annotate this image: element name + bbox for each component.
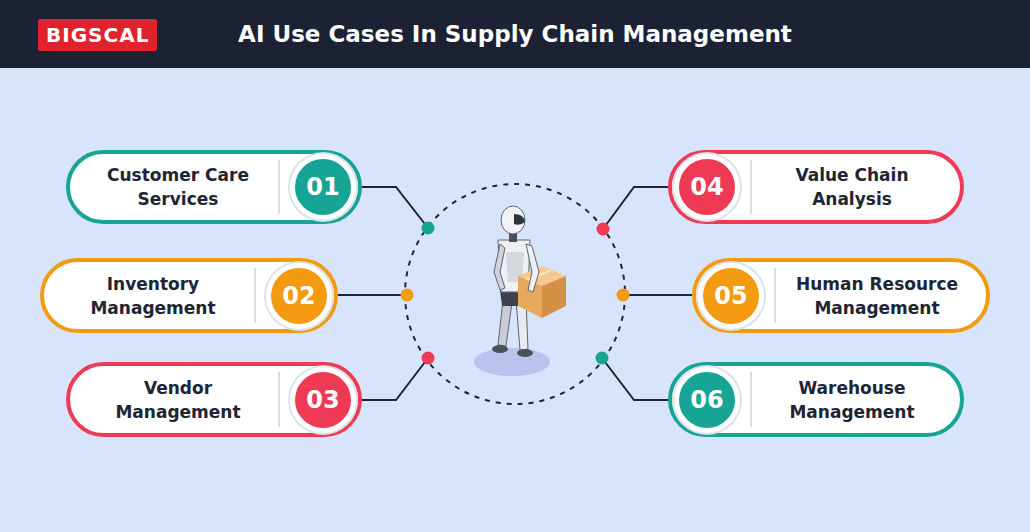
use-case-pill: Value Chain Analysis 04 (668, 150, 964, 224)
divider-line (750, 160, 752, 214)
use-case-pill: Vendor Management 03 (66, 362, 362, 437)
divider-line (774, 268, 776, 323)
use-case-label: Human Resource Management (782, 262, 972, 329)
divider-line (278, 372, 280, 427)
leader-lines (338, 187, 692, 400)
use-case-label: Warehouse Management (758, 366, 946, 433)
use-case-pill: Warehouse Management 06 (668, 362, 964, 437)
use-case-label: Value Chain Analysis (758, 154, 946, 220)
divider-line (254, 268, 256, 323)
use-case-pill: Inventory Management 02 (40, 258, 338, 333)
callout-number: 04 (690, 173, 723, 201)
number-circle: 01 (290, 154, 356, 220)
divider-line (278, 160, 280, 214)
number-circle: 02 (266, 263, 332, 329)
use-case-pill: Customer Care Services 01 (66, 150, 362, 224)
number-circle: 05 (698, 263, 764, 329)
leader-dots (401, 222, 630, 365)
callout-number: 03 (306, 386, 339, 414)
callout-number: 05 (714, 282, 747, 310)
number-circle: 06 (674, 367, 740, 433)
use-case-label: Customer Care Services (84, 154, 272, 220)
robot-illustration (474, 206, 566, 376)
use-case-label: Inventory Management (58, 262, 248, 329)
callout-number: 01 (306, 173, 339, 201)
logo: BIGSCAL (38, 19, 157, 51)
divider-line (750, 372, 752, 427)
number-circle: 04 (674, 154, 740, 220)
use-case-pill: Human Resource Management 05 (692, 258, 990, 333)
page-title: AI Use Cases In Supply Chain Management (200, 0, 830, 68)
callout-number: 02 (282, 282, 315, 310)
callout-number: 06 (690, 386, 723, 414)
dashed-circle (405, 184, 625, 404)
number-circle: 03 (290, 367, 356, 433)
use-case-label: Vendor Management (84, 366, 272, 433)
